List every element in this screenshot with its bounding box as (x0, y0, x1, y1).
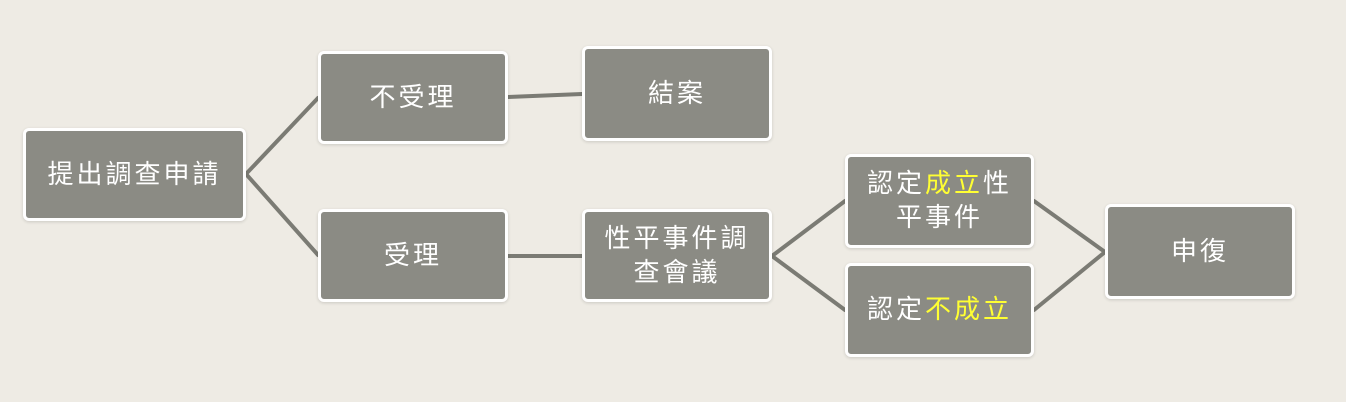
connector-reject-close (506, 92, 584, 99)
label-prefix: 認定 (866, 295, 925, 325)
node-label: 受理 (383, 240, 442, 271)
node-label-line1: 性平事件調 (604, 223, 750, 254)
label-suffix: 性 (983, 169, 1013, 199)
connector-meeting-found (770, 199, 847, 258)
connector-apply-reject (244, 96, 320, 176)
node-not-accepted: 不受理 (318, 51, 508, 144)
node-submit-investigation-request: 提出調查申請 (23, 128, 246, 221)
node-case-closed: 結案 (582, 46, 772, 141)
label-highlight: 成立 (924, 169, 983, 199)
node-label: 結案 (647, 78, 706, 109)
node-label: 認定成立性 平事件 (867, 167, 1012, 235)
node-label-line2: 平事件 (895, 203, 983, 233)
connector-found-appeal (1032, 199, 1107, 254)
node-investigation-meeting: 性平事件調 查會議 (582, 209, 772, 302)
node-label: 申復 (1170, 236, 1229, 267)
node-label: 提出調查申請 (47, 159, 222, 190)
node-label: 性平事件調 查會議 (604, 222, 749, 290)
connector-notfound-appeal (1032, 250, 1107, 312)
node-label-line1: 認定成立性 (867, 167, 1012, 201)
node-accepted: 受理 (318, 209, 508, 302)
node-determined-established: 認定成立性 平事件 (845, 154, 1034, 248)
node-label-line2: 查會議 (633, 257, 721, 288)
label-highlight: 不成立 (925, 295, 1013, 325)
connector-meeting-notfound (770, 254, 847, 312)
node-determined-not-established: 認定不成立 (845, 263, 1034, 357)
node-label: 不受理 (369, 82, 457, 113)
connector-apply-accept (244, 172, 320, 257)
node-label: 認定不成立 (867, 293, 1012, 327)
label-prefix: 認定 (866, 169, 925, 199)
node-appeal: 申復 (1105, 204, 1295, 299)
